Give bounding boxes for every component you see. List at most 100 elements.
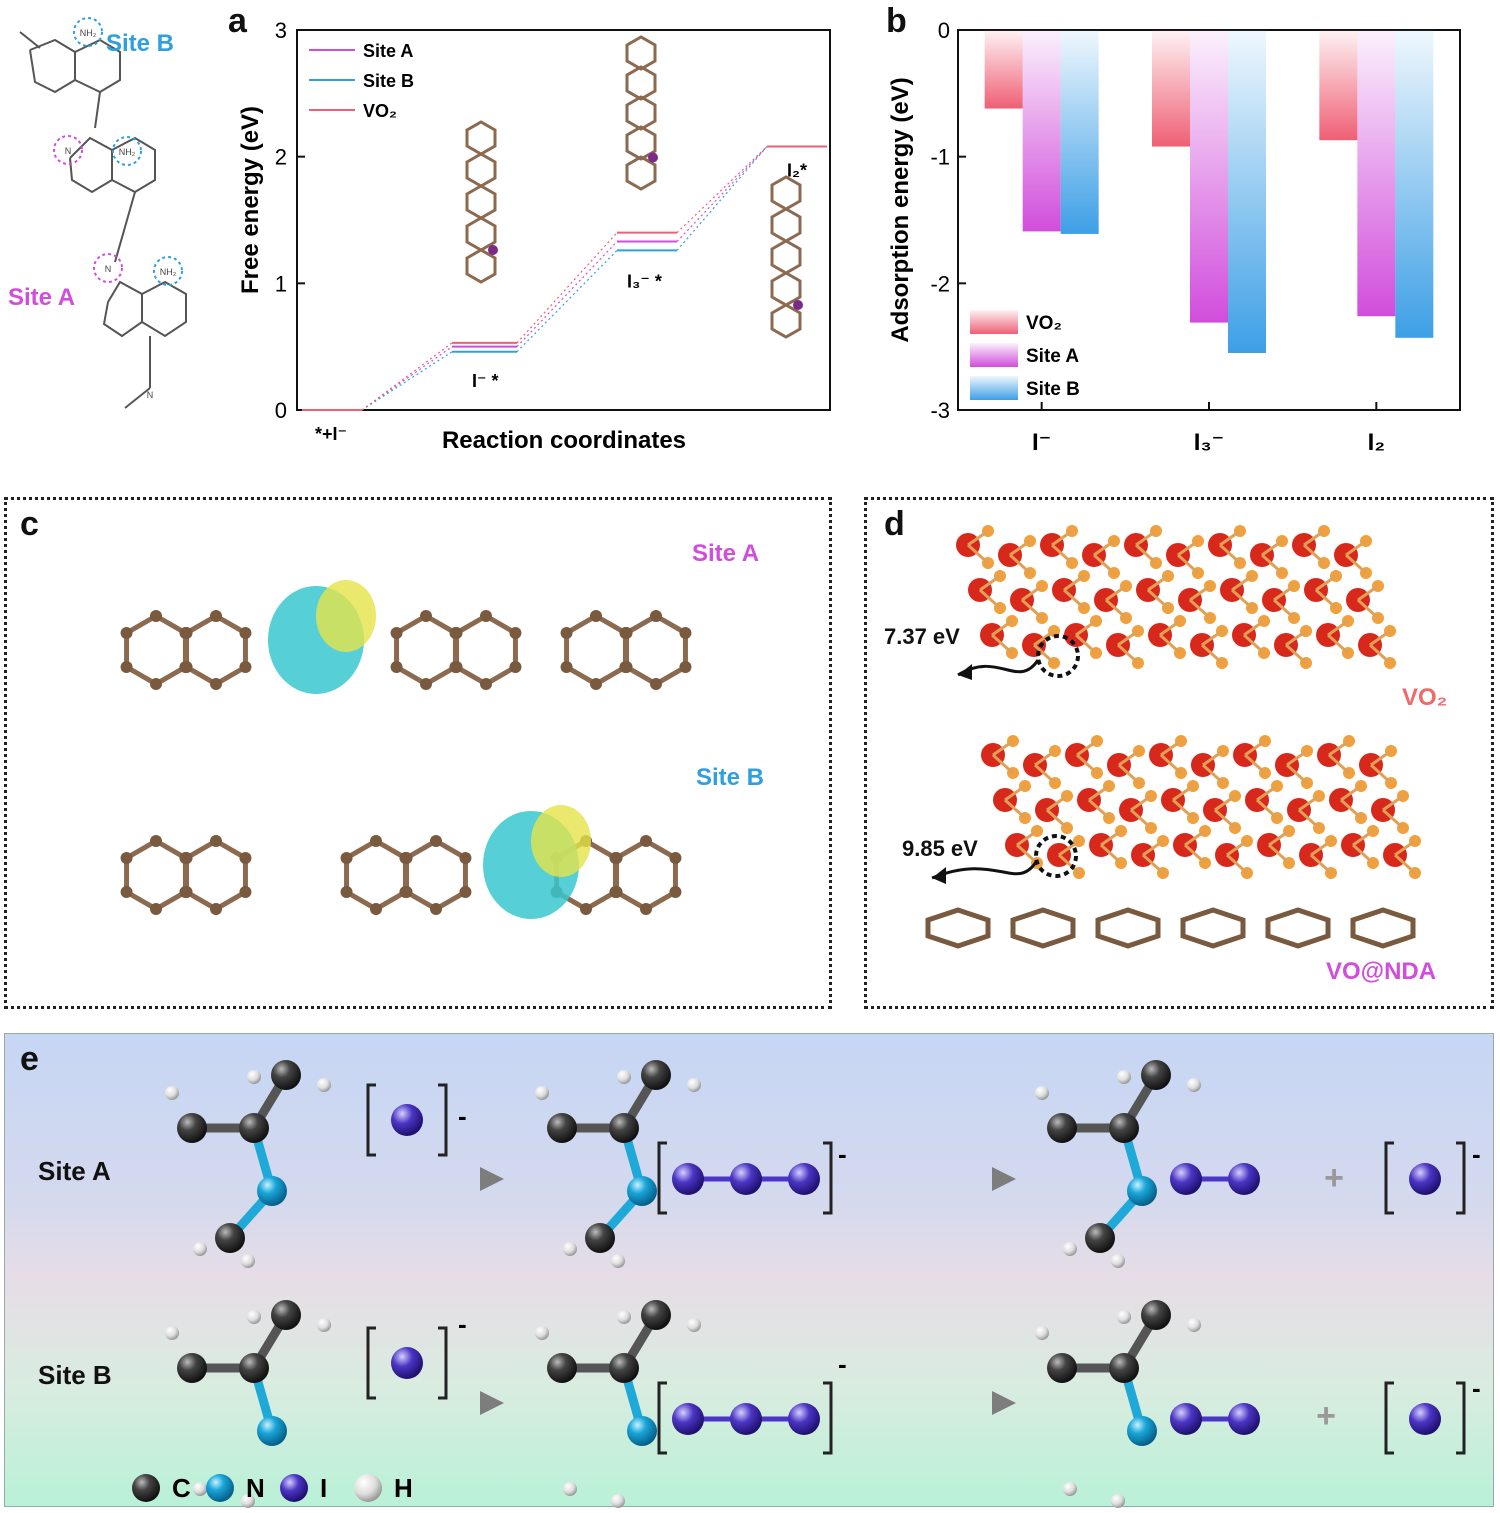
carbon-atom (340, 886, 353, 898)
iodine-atom (1228, 1163, 1260, 1195)
hydrogen-atom (617, 1070, 631, 1084)
legend-swatch (970, 376, 1018, 400)
hydrogen-atom (165, 1326, 179, 1340)
legend-atom-swatch (132, 1474, 160, 1502)
benzene-ring (184, 613, 248, 687)
carbon-atom (120, 627, 133, 639)
charge-density-blob (316, 580, 376, 652)
y-tick-label: 0 (275, 398, 287, 423)
y-tick-label: -2 (930, 271, 950, 296)
charge-sign: - (838, 1139, 847, 1169)
carbon-atom (450, 627, 463, 639)
bracket (657, 1141, 667, 1215)
iodine-atom (672, 1403, 704, 1435)
carbon-atom (120, 886, 133, 898)
carbon-atom (239, 627, 252, 639)
panel-letter-a: a (228, 2, 247, 40)
benzene-ring (124, 838, 188, 912)
bracket (366, 1326, 376, 1400)
nda-ring (1010, 907, 1076, 949)
carbon-atom (640, 835, 652, 847)
carbon-atom (610, 852, 623, 864)
nda-ring (1180, 907, 1246, 949)
iodine-atom (391, 1347, 423, 1379)
structure-site-a-label: Site A (8, 284, 76, 311)
y-tick-label: -3 (930, 398, 950, 423)
carbon-atom (210, 835, 222, 847)
y-tick-label: 1 (275, 271, 287, 296)
legend-label: Site B (1026, 379, 1080, 400)
legend-atom-label: C (172, 1473, 191, 1503)
carbon-atom (400, 852, 413, 864)
legend-label: Site A (1026, 346, 1079, 367)
plot-frame (296, 29, 831, 411)
carbon-atom (669, 852, 682, 864)
carbon-atom (177, 1113, 207, 1143)
benzene-ring (404, 838, 468, 912)
panel-c-site-b-label: Site B (696, 764, 765, 791)
state-label: I₃⁻ * (627, 271, 662, 291)
bracket (1456, 1141, 1466, 1215)
nda-ring (1350, 907, 1416, 949)
carbon-atom (609, 1353, 639, 1383)
hydrogen-atom (563, 1242, 577, 1256)
charge-sign: - (838, 1349, 847, 1379)
bracket (1384, 1141, 1394, 1215)
y-tick-label: -1 (930, 145, 950, 170)
carbon-atom (650, 678, 662, 690)
carbon-atom (1141, 1060, 1171, 1090)
bar-vo- (984, 30, 1023, 109)
bracket (823, 1141, 833, 1215)
carbon-atom (547, 1353, 577, 1383)
energy-connector (361, 342, 453, 411)
carbon-atom (271, 1300, 301, 1330)
panel-letter-d: d (884, 505, 905, 543)
carbon-atom (420, 610, 432, 622)
carbon-atom (430, 903, 442, 915)
bar-vo- (1319, 30, 1358, 141)
bracket (1456, 1381, 1466, 1455)
x-axis-label: Reaction coordinates (442, 427, 686, 454)
bracket (366, 1083, 376, 1157)
carbon-atom (509, 661, 522, 673)
structure-site-b-label: Site B (106, 30, 175, 57)
panel-letter-e: e (20, 1040, 39, 1078)
legend-atom-swatch (280, 1474, 308, 1502)
carbon-atom (641, 1060, 671, 1090)
hydrogen-atom (193, 1242, 207, 1256)
carbon-atom (620, 627, 633, 639)
carbon-atom (640, 903, 652, 915)
benzene-ring (184, 838, 248, 912)
hydrogen-atom (535, 1086, 549, 1100)
y-tick-label: 3 (275, 18, 287, 43)
iodine-atom (391, 1104, 423, 1136)
charge-sign: - (1472, 1139, 1481, 1169)
nitrogen-atom (1127, 1416, 1157, 1446)
state-label: I₂* (787, 161, 807, 181)
hydrogen-atom (1063, 1242, 1077, 1256)
legend-label: Site B (363, 71, 414, 91)
carbon-atom (459, 852, 472, 864)
x-tick-label: I₂ (1368, 429, 1385, 456)
nitrogen-atom (257, 1176, 287, 1206)
carbon-atom (150, 678, 162, 690)
carbon-atom (560, 661, 573, 673)
carbon-atom (370, 835, 382, 847)
iodine-atom (730, 1163, 762, 1195)
legend-label: VO₂ (363, 101, 397, 121)
nda-ring (925, 907, 991, 949)
carbon-atom (340, 852, 353, 864)
bracket (1384, 1381, 1394, 1455)
carbon-atom (239, 852, 252, 864)
legend-atom-label: N (246, 1473, 265, 1503)
adsorbed-molecule-sketch (465, 120, 498, 284)
carbon-atom (150, 610, 162, 622)
nda-ring (1265, 907, 1331, 949)
carbon-atom (271, 1060, 301, 1090)
reaction-arrow-head (480, 1391, 504, 1415)
energy-connector (676, 146, 768, 234)
legend-label: Site A (363, 41, 413, 61)
vo-nda-energy-label: 9.85 eV (902, 836, 978, 861)
row-site-b-label: Site B (38, 1360, 112, 1390)
charge-density-molecules (120, 580, 692, 919)
